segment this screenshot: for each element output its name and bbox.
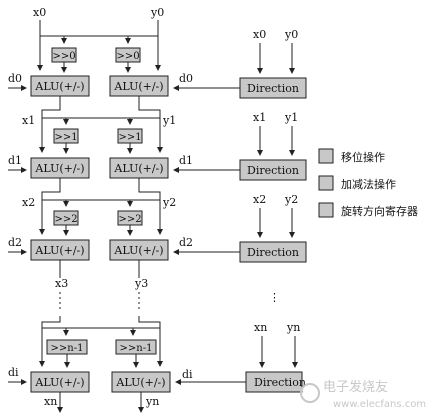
- stage-2: x2 y2 >>2 >>2 d2 ALU(+/-) ALU(+/-) d2 x2…: [8, 193, 307, 278]
- legend-swatch-shift: [318, 148, 334, 164]
- stage-1-alu-right-label: ALU(+/-): [113, 162, 163, 175]
- legend-label-direction-register: 旋转方向寄存器: [341, 204, 418, 218]
- stage-2-direction-label: Direction: [247, 246, 299, 259]
- legend-swatch-direction-register: [318, 202, 334, 218]
- stage-n: >>n-1 >>n-1 di ALU(+/-) ALU(+/-) di xn y…: [8, 316, 306, 413]
- stage-2-alu-left-label: ALU(+/-): [34, 244, 84, 257]
- stage-2-dir-x-label: x2: [253, 193, 266, 206]
- stage-2-x-input-label: x2: [22, 196, 35, 209]
- stage-2-left-d-label: d2: [8, 236, 22, 249]
- stage-2-direction-register: [239, 241, 307, 263]
- stage-n-dir-x-label: xn: [254, 321, 267, 334]
- stage-0-right-d-label: d0: [179, 72, 193, 85]
- stage-n-direction-register: [245, 371, 303, 393]
- stage-1-left-d-label: d1: [8, 154, 22, 167]
- pipeline-continuation: x3 y3 ⋮: [55, 277, 280, 312]
- stage-1-dir-x-label: x1: [253, 111, 266, 124]
- output-yn-label: yn: [145, 395, 159, 408]
- stage-1-alu-left-label: ALU(+/-): [34, 162, 84, 175]
- stage-0-direction-label: Direction: [247, 82, 299, 95]
- stage-0-alu-right-label: ALU(+/-): [113, 80, 163, 93]
- legend-swatch-addsub: [318, 175, 334, 191]
- stage-1-x-input-label: x1: [22, 114, 35, 127]
- stage-n-right-shift-label: >>n-1: [120, 343, 153, 354]
- x3-label: x3: [55, 277, 68, 290]
- stage-1-direction-label: Direction: [247, 164, 299, 177]
- stage-0-alu-left-label: ALU(+/-): [34, 80, 84, 93]
- stage-2-right-d-label: d2: [179, 236, 193, 249]
- legend: 移位操作 加减法操作 旋转方向寄存器: [318, 148, 418, 218]
- stage-0-left-shift-label: >>0: [52, 51, 75, 62]
- output-xn-label: xn: [44, 395, 57, 408]
- stage-0-dir-y-label: y0: [284, 28, 298, 41]
- stage-n-left-d-label: di: [8, 366, 19, 379]
- stage-0: x0 y0 >>0 >>0 d0 ALU(+/-) ALU(+/-) d0 x0…: [8, 6, 307, 153]
- stage-n-left-shift-label: >>n-1: [51, 343, 84, 354]
- stage-0-right-shift-label: >>0: [116, 51, 139, 62]
- stage-2-left-shift-label: >>2: [54, 214, 77, 225]
- stage-1-left-shift-label: >>1: [54, 132, 77, 143]
- stage-2-alu-right-label: ALU(+/-): [113, 244, 163, 257]
- legend-label-shift: 移位操作: [341, 150, 385, 164]
- stage-n-direction-label: Direction: [254, 376, 306, 389]
- stage-2-y-input-label: y2: [162, 196, 176, 209]
- watermark-url: www.elecfans.com: [333, 399, 426, 410]
- stage-2-dir-y-label: y2: [284, 193, 298, 206]
- stage-1-right-d-label: d1: [179, 154, 193, 167]
- stage-n-right-d-label: di: [182, 368, 193, 381]
- watermark: 电子发烧友 www.elecfans.com: [300, 379, 426, 410]
- stage-2-right-shift-label: >>2: [118, 214, 141, 225]
- direction-ellipsis: ⋮: [269, 291, 280, 304]
- stage-0-dir-x-label: x0: [253, 28, 266, 41]
- stage-1-direction-register: [239, 159, 307, 181]
- stage-n-dir-y-label: yn: [286, 321, 300, 334]
- stage-0-left-d-label: d0: [8, 72, 22, 85]
- stage-1: x1 y1 >>1 >>1 d1 ALU(+/-) ALU(+/-) d1 x1…: [8, 111, 307, 235]
- stage-0-y-input-label: y0: [150, 6, 164, 19]
- stage-n-alu-left-label: ALU(+/-): [34, 376, 84, 389]
- watermark-title: 电子发烧友: [323, 379, 388, 395]
- stage-1-y-input-label: y1: [162, 114, 176, 127]
- stage-0-x-input-label: x0: [33, 6, 46, 19]
- stage-1-dir-y-label: y1: [284, 111, 298, 124]
- stage-n-alu-right-label: ALU(+/-): [115, 376, 165, 389]
- watermark-logo-icon: [300, 383, 320, 403]
- stage-1-right-shift-label: >>1: [118, 132, 141, 143]
- y3-label: y3: [134, 277, 148, 290]
- legend-label-addsub: 加减法操作: [341, 177, 396, 191]
- stage-0-direction-register: [239, 77, 307, 99]
